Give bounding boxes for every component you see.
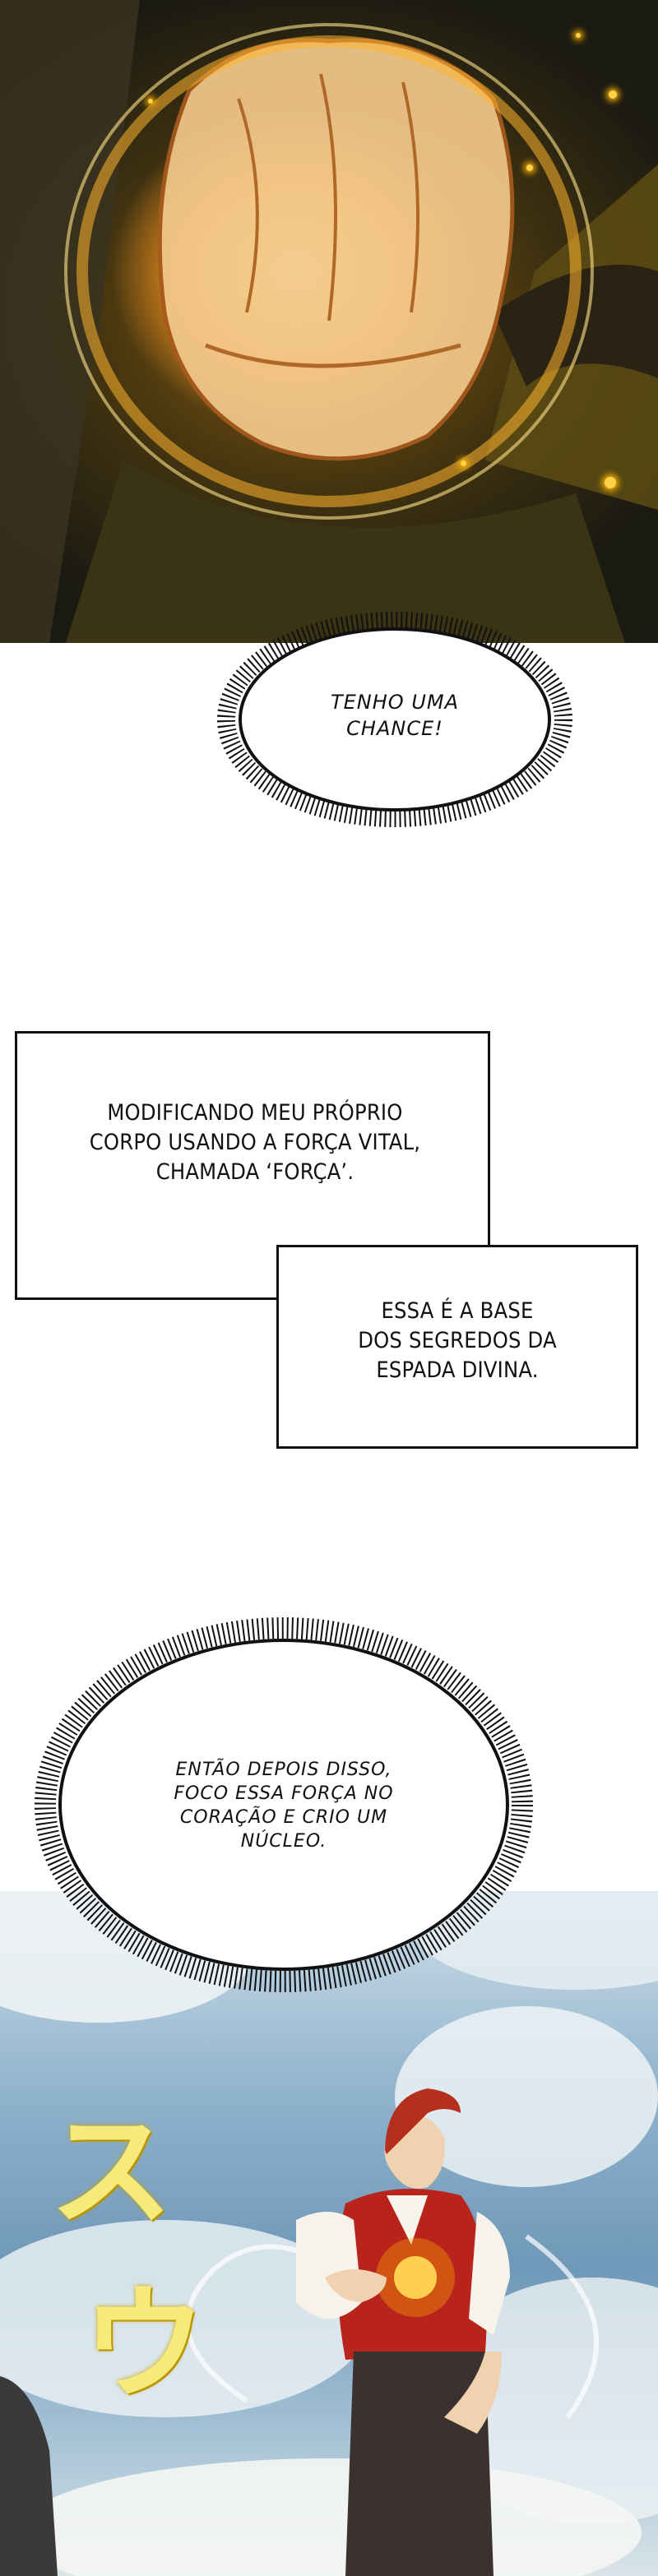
fist-illustration xyxy=(0,0,658,643)
narration-1-line2: CORPO USANDO A FORÇA VITAL, xyxy=(89,1130,421,1155)
narration-2-line3: ESPADA DIVINA. xyxy=(376,1357,539,1383)
bubble-chance-text: TENHO UMA CHANCE! xyxy=(280,689,510,742)
narration-box-2 xyxy=(276,1245,638,1449)
bubble-nucleus-text: ENTÃO DEPOIS DISSO, FOCO ESSA FORÇA NO C… xyxy=(99,1758,469,1853)
narration-box-1-text: MODIFICANDO MEU PRÓPRIO CORPO USANDO A F… xyxy=(33,1098,477,1187)
narration-1-line1: MODIFICANDO MEU PRÓPRIO xyxy=(107,1100,403,1126)
fist-panel xyxy=(0,0,658,643)
bubble-chance-line2: CHANCE! xyxy=(346,717,443,740)
narration-2-line2: DOS SEGREDOS DA xyxy=(358,1328,557,1353)
bubble-nucleus-line4: NÚCLEO. xyxy=(240,1831,327,1852)
bubble-nucleus-line2: FOCO ESSA FORÇA NO xyxy=(174,1783,394,1804)
bubble-chance-line1: TENHO UMA xyxy=(330,691,460,714)
speech-bubble-chance xyxy=(217,612,572,827)
sfx-swoosh-1: ス xyxy=(49,2099,174,2244)
bubble-nucleus-line1: ENTÃO DEPOIS DISSO, xyxy=(175,1760,392,1780)
sky-panel: ス ウ xyxy=(0,1891,658,2576)
narration-1-line3: CHAMADA ‘FORÇA’. xyxy=(155,1159,354,1185)
bubble-nucleus-line3: CORAÇÃO E CRIO UM xyxy=(179,1807,388,1828)
narration-2-line1: ESSA É A BASE xyxy=(381,1298,534,1324)
sfx-swoosh-2: ウ xyxy=(82,2272,206,2416)
speech-bubble-nucleus xyxy=(35,1617,533,1992)
sky-illustration xyxy=(0,1891,658,2576)
narration-box-2-text: ESSA É A BASE DOS SEGREDOS DA ESPADA DIV… xyxy=(293,1297,622,1385)
